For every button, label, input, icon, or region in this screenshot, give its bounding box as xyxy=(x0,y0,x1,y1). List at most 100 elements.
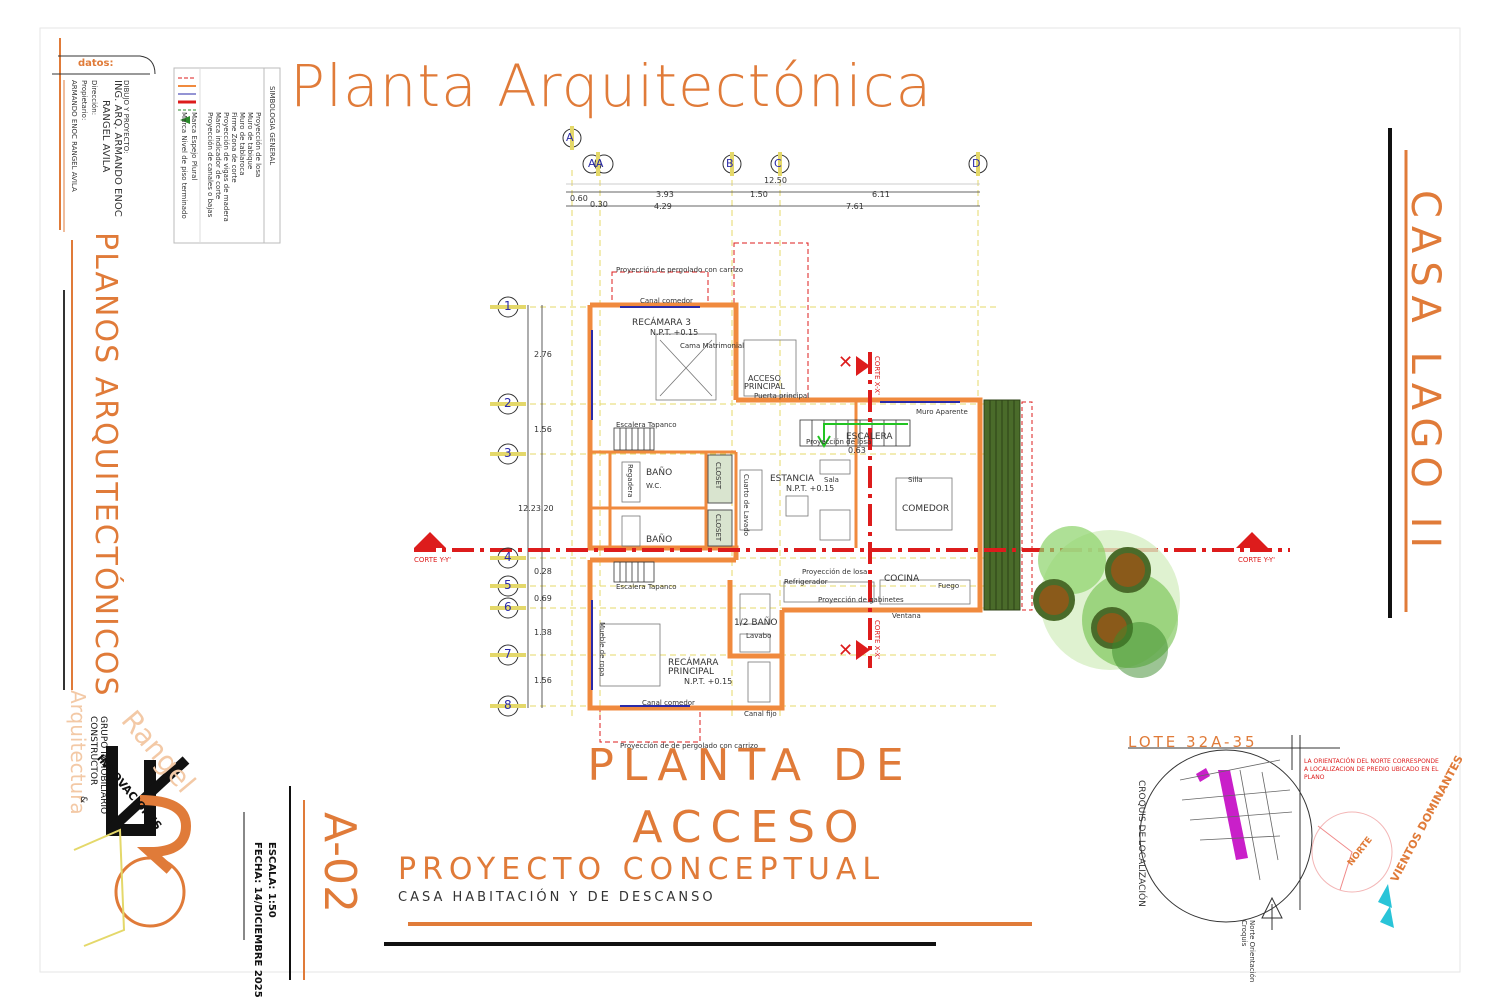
npt-label: N.P.T. +0.15 xyxy=(684,677,733,686)
dim-text: 12.23.20 xyxy=(518,504,554,513)
datos-line: ARMANDO ENOC RANGEL AVILA xyxy=(70,80,78,192)
room-acceso: PRINCIPAL xyxy=(744,382,785,391)
cabinet-note: Proyección de gabinetes xyxy=(818,596,904,604)
axis-col-label: D xyxy=(972,157,981,170)
north-caption: Norte Orientación Croquis xyxy=(1240,920,1256,983)
side-title: PLANOS ARQUITECTÓNICOS xyxy=(88,232,123,698)
logo-word: Arquitectura xyxy=(66,690,90,815)
chair-label: Silla xyxy=(908,476,923,484)
cut-marker-icon: ✕ xyxy=(838,640,854,661)
logo-tag: & xyxy=(78,796,88,804)
drawing-title-line2: ACCESO xyxy=(632,802,868,853)
npt-label: N.P.T. +0.15 xyxy=(786,484,835,493)
stove-label: Fuego xyxy=(938,582,960,590)
room-medio-bano: 1/2 BAÑO xyxy=(734,618,778,628)
cut-label: CORTE X-X' xyxy=(873,620,881,660)
cut-marker-icon: ✕ xyxy=(838,352,854,373)
dim-text: 1.38 xyxy=(534,628,552,637)
canal-label: Canal comedor xyxy=(640,297,693,305)
landscape-trees xyxy=(1033,526,1180,678)
drawing-title-line1: PLANTA DE xyxy=(587,740,913,791)
axis-row-label: 3 xyxy=(504,446,512,460)
simbologia-table xyxy=(173,67,281,244)
project-name: CASA LAGO II xyxy=(1402,190,1448,557)
window-label: Ventana xyxy=(892,612,921,620)
simbologia-item: Marca indicador de corte xyxy=(214,112,222,200)
simbologia-item: Proyección de canales o bajas xyxy=(206,112,214,218)
axis-row-label: 5 xyxy=(504,578,512,592)
dim-text: 1.56 xyxy=(534,676,552,685)
simbologia-item: Proyección de losa xyxy=(254,112,262,178)
losa-note: Proyección de losa xyxy=(806,438,872,446)
logo-tag: CONSTRUCTOR xyxy=(88,716,98,786)
canal-label: Canal comedor xyxy=(642,699,695,707)
dim-text: 1.56 xyxy=(534,425,552,434)
sofa-label: Sala xyxy=(824,476,839,484)
cut-label: CORTE X-X' xyxy=(873,356,881,396)
simbologia-item: Firme Zona de corte xyxy=(230,112,238,183)
simbologia-title: SIMBOLOGIA GENERAL xyxy=(268,86,276,166)
stair-dim: 0.63 xyxy=(848,446,866,455)
sheet-title: Planta Arquitectónica xyxy=(290,52,933,120)
room-acceso: ACCESO xyxy=(748,374,781,383)
axis-row-label: 8 xyxy=(504,698,512,712)
wardrobe-label: Mueble de ropa xyxy=(598,622,606,677)
room-escalera: ESCALERA xyxy=(846,432,893,442)
simbologia-item: Muro de tabique xyxy=(246,112,254,170)
axis-row-label: 4 xyxy=(504,550,512,564)
closet-label: CLOSET xyxy=(714,462,722,490)
sheet-number: A-02 xyxy=(314,812,365,913)
dim-text: 0.60 xyxy=(570,194,588,203)
room-recamara-principal: PRINCIPAL xyxy=(668,667,715,677)
wall-note: Muro Aparente xyxy=(916,408,968,416)
datos-line: Propietario: xyxy=(80,80,88,121)
room-cocina: COCINA xyxy=(884,574,920,584)
dim-text: 0.69 xyxy=(534,594,552,603)
dim-text: 2.76 xyxy=(534,350,552,359)
dim-text: 6.11 xyxy=(872,190,890,199)
cut-label: CORTE Y-Y' xyxy=(1238,556,1276,564)
simbologia-item: Muro de tablaroca xyxy=(238,112,246,176)
simbologia-item: Proyección de vigas de madera xyxy=(222,112,230,222)
croquis-label: CROQUIS DE LOCALIZACIÓN xyxy=(1136,780,1146,907)
room-recamara-principal: RECÁMARA xyxy=(668,658,719,668)
datos-block-frame xyxy=(52,38,156,232)
axis-row-label: 7 xyxy=(504,647,512,661)
axis-col-label: A xyxy=(566,131,574,144)
date-label: FECHA: 14/DICIEMBRE 2025 xyxy=(252,842,263,998)
dim-text: 0.30 xyxy=(590,200,608,209)
lote-label: LOTE 32A-35 xyxy=(1128,733,1258,751)
stair-label: Escalera Tapanco xyxy=(616,583,677,591)
canal-label: Canal fijo xyxy=(744,710,777,718)
axis-col-label: C xyxy=(774,157,782,170)
subtitle: CASA HABITACIÓN Y DE DESCANSO xyxy=(398,890,716,905)
drawing-title: PLANTA DE ACCESO xyxy=(470,735,1030,859)
cut-label: CORTE Y-Y' xyxy=(414,556,452,564)
door-label: Puerta principal xyxy=(754,392,810,400)
room-estancia: ESTANCIA xyxy=(770,474,815,484)
room-bano: BAÑO xyxy=(646,535,673,545)
closet-label: CLOSET xyxy=(714,514,722,542)
stair-label: Escalera Tapanco xyxy=(616,421,677,429)
dim-text: 12.50 xyxy=(764,176,787,185)
phase-label: PROYECTO CONCEPTUAL xyxy=(398,852,886,887)
dim-text: 7.61 xyxy=(846,202,864,211)
axis-row-label: 6 xyxy=(504,600,512,614)
logo-tag: GRUPO INMOBILIARIO xyxy=(98,716,108,815)
datos-line: ING. ARQ. ARMANDO ENOC xyxy=(112,80,123,217)
pergola-label: Proyección de pergolado con carrizo xyxy=(616,266,743,274)
datos-line: RANGEL AVILA xyxy=(100,100,111,173)
losa-note: Proyección de losa xyxy=(802,568,868,576)
simbologia-item: Marca Nivel de piso terminado xyxy=(180,112,188,219)
room-comedor: COMEDOR xyxy=(902,504,950,514)
logo-mark xyxy=(73,746,192,947)
orientation-note: LA ORIENTACIÓN DEL NORTE CORRESPONDE A L… xyxy=(1304,758,1439,781)
dim-text: 0.28 xyxy=(534,567,552,576)
datos-header: datos: xyxy=(78,58,114,69)
axis-row-label: 2 xyxy=(504,396,512,410)
datos-line: Dirección: xyxy=(90,80,98,116)
simbologia-item: Marca Espejo Plural xyxy=(190,112,198,181)
bed-label: Cama Matrimonial xyxy=(680,342,745,350)
